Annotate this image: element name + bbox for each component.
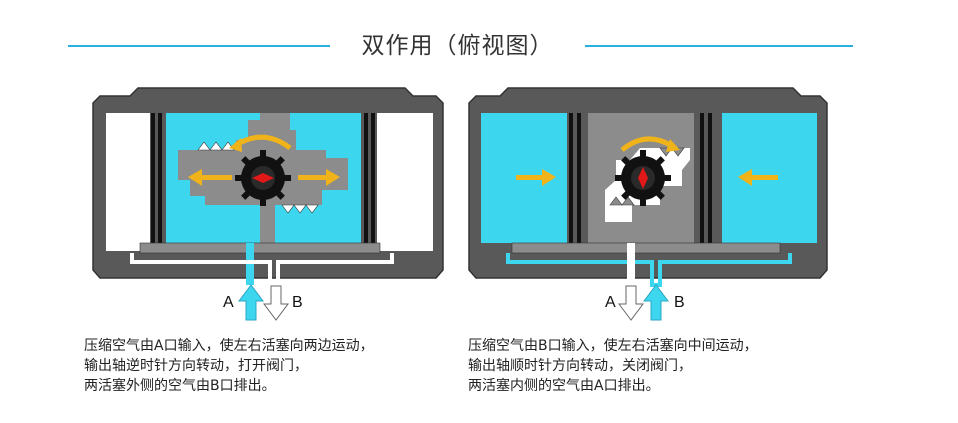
piston-seal-left-b [158, 113, 162, 251]
title-row: 双作用（俯视图） [0, 28, 958, 64]
output-gear [235, 150, 291, 206]
port-b-label: B [674, 294, 685, 311]
piston-seal-right-a [364, 113, 368, 251]
rack-lower [281, 204, 319, 214]
pressurized-air-left [166, 113, 260, 243]
port-a-arrow-up [238, 284, 264, 321]
port-a-arrow-down [618, 285, 644, 321]
title-divider-right [585, 45, 853, 47]
port-a-label: A [605, 294, 616, 311]
piston-arrow-left [188, 169, 232, 186]
piston-seal-right-b [708, 113, 712, 251]
port-a-channel [627, 243, 635, 285]
shaft-indicator [638, 167, 648, 189]
title-divider-left [68, 45, 330, 47]
rotation-arrowhead [229, 138, 242, 152]
description-line: 两活塞外侧的空气由B口排出。 [84, 378, 276, 394]
description-line: 输出轴逆时针方向转动，打开阀门， [84, 358, 308, 374]
bottom-channel [511, 242, 781, 254]
piston-arrow-left [516, 169, 556, 186]
panel-open-diagram [92, 87, 444, 321]
rotation-arrow-cw [620, 136, 674, 152]
shaft-indicator [252, 173, 274, 183]
rotation-arrowhead [666, 139, 680, 152]
description-line: 压缩空气由A口输入，使左右活塞向两边运动， [84, 338, 374, 354]
port-a-label: A [223, 294, 234, 311]
bottom-channel [139, 242, 381, 254]
description-open: 压缩空气由A口输入，使左右活塞向两边运动， 输出轴逆时针方向转动，打开阀门， 两… [84, 336, 374, 396]
piston-seal-right-a [700, 113, 704, 251]
panel-close-diagram [468, 87, 828, 321]
piston-seal-left-a [569, 113, 573, 251]
piston-seal-right-b [371, 113, 375, 251]
pressurized-air-right [275, 113, 361, 243]
port-b-arrow-down [263, 285, 289, 321]
page-title: 双作用（俯视图） [361, 33, 554, 59]
port-b-arrow-up [643, 284, 669, 321]
piston-arrow-right [738, 169, 778, 186]
port-b-label: B [292, 294, 303, 311]
description-close: 压缩空气由B口输入，使左右活塞向中间运动， 输出轴顺时针方向转动，关闭阀门， 两… [468, 336, 758, 396]
rack-upper [197, 141, 235, 151]
piston-seal-left-a [151, 113, 155, 251]
port-b-channel [130, 253, 394, 287]
description-line: 压缩空气由B口输入，使左右活塞向中间运动， [468, 338, 758, 354]
outer-chamber-left [106, 113, 150, 251]
rack-lower [609, 196, 635, 206]
description-line: 输出轴顺时针方向转动，关闭阀门， [468, 358, 692, 374]
description-line: 两活塞内侧的空气由A口排出。 [468, 378, 660, 394]
piston-seal-left-b [577, 113, 581, 251]
outer-chamber-right [377, 113, 433, 251]
piston-arrow-right [298, 169, 340, 186]
output-gear [615, 150, 671, 206]
